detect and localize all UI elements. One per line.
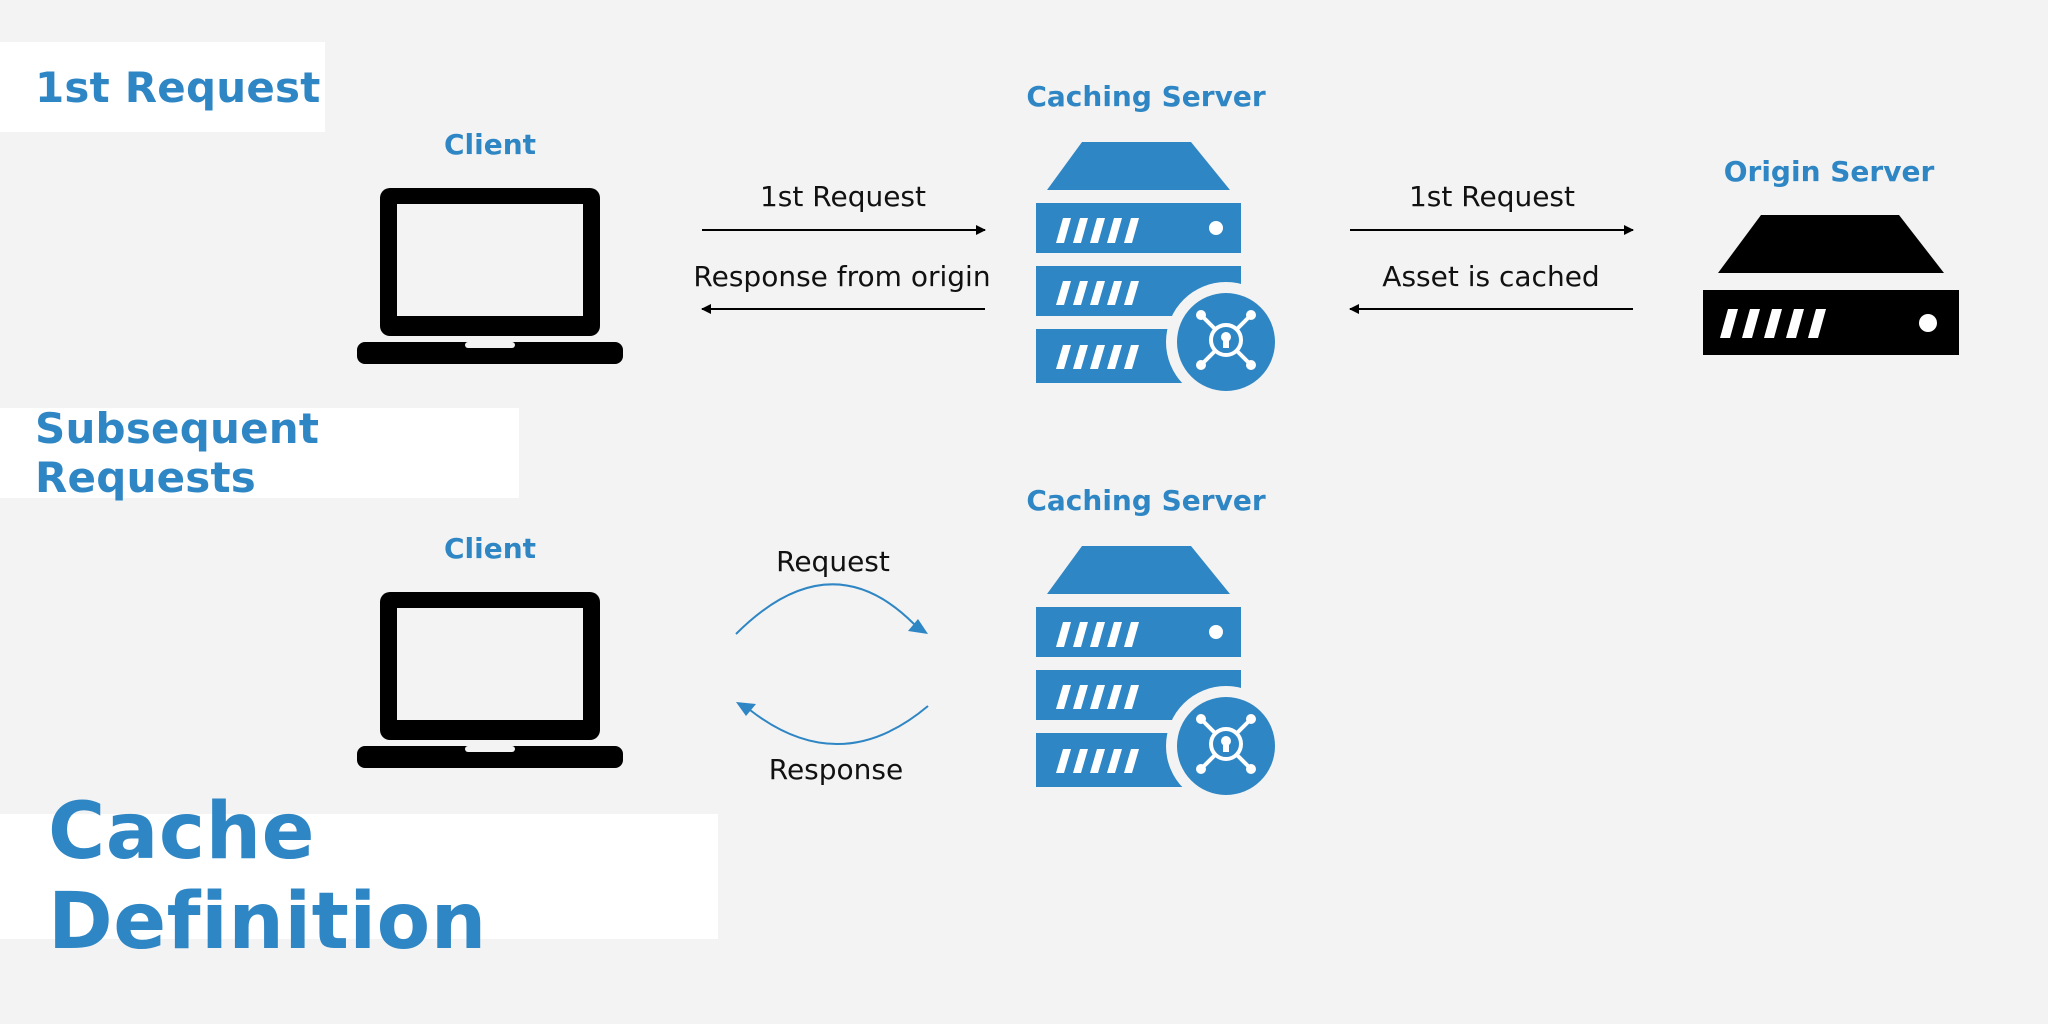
section-title-first-request-text: 1st Request xyxy=(35,62,321,112)
caching-server-icon xyxy=(1036,546,1286,806)
arrow-sub-request xyxy=(735,583,915,635)
edge-label-cache-to-client: Response from origin xyxy=(693,260,991,293)
client-label-1: Client xyxy=(443,128,537,161)
vault-icon xyxy=(1201,315,1251,365)
caching-server-label-2: Caching Server xyxy=(1026,484,1266,517)
caching-server-icon xyxy=(1036,142,1286,402)
edge-label-sub-response: Response xyxy=(768,753,904,786)
main-title-panel: Cache Definition xyxy=(0,787,718,967)
vault-icon xyxy=(1201,719,1251,769)
edge-label-cache-to-origin: 1st Request xyxy=(1408,180,1576,213)
arrow-sub-response-head xyxy=(736,702,756,716)
server-icon xyxy=(1703,215,1959,355)
arrow-sub-response xyxy=(749,705,929,745)
laptop-icon xyxy=(357,188,623,364)
edge-label-client-to-cache: 1st Request xyxy=(759,180,927,213)
main-title: Cache Definition xyxy=(48,786,487,967)
section-title-subsequent-requests: Subsequent Requests xyxy=(0,404,519,502)
edge-label-origin-to-cache: Asset is cached xyxy=(1382,260,1600,293)
section-title-first-request: 1st Request xyxy=(0,42,325,132)
arrow-sub-request-head xyxy=(908,619,928,634)
client-label-2: Client xyxy=(443,532,537,565)
edge-label-sub-request: Request xyxy=(776,545,890,578)
laptop-icon xyxy=(357,592,623,768)
origin-server-label: Origin Server xyxy=(1723,155,1935,188)
section-title-subsequent-requests-text: Subsequent Requests xyxy=(35,404,320,502)
caching-server-label-1: Caching Server xyxy=(1026,80,1266,113)
